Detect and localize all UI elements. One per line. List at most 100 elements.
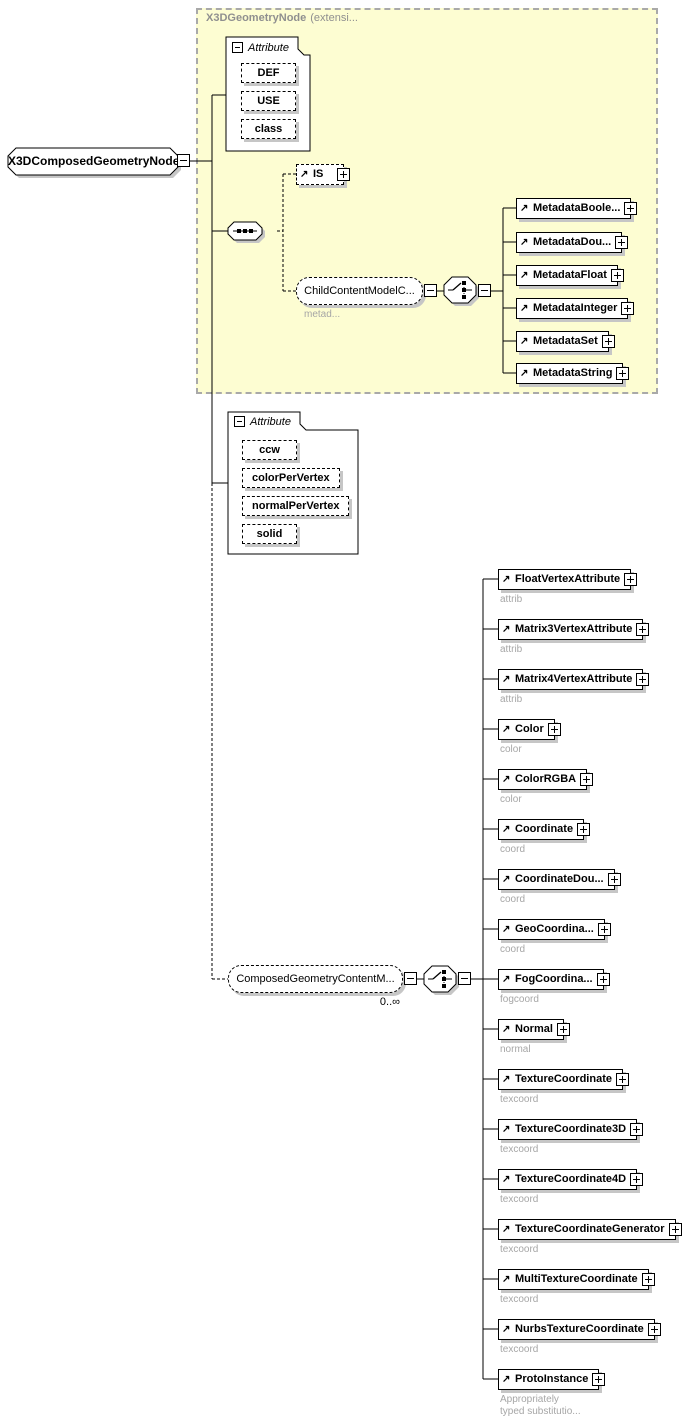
substitution-arrow-icon: ↗ <box>520 368 529 379</box>
attribute-solid[interactable]: solid <box>242 524 297 544</box>
substitution-arrow-icon: ↗ <box>520 270 529 281</box>
element-metadatadouble[interactable]: ↗MetadataDou... <box>516 232 629 253</box>
attribute-colorpervertex[interactable]: colorPerVertex <box>242 468 340 488</box>
element-annotation: texcoord <box>500 1144 539 1155</box>
base-type-name: X3DGeometryNode <box>206 12 307 24</box>
element-metadataboolean[interactable]: ↗MetadataBoole... <box>516 198 638 219</box>
element-texturecoordinate4d[interactable]: ↗TextureCoordinate4D <box>498 1169 644 1190</box>
element-metadataset[interactable]: ↗MetadataSet <box>516 331 615 352</box>
expand-button[interactable] <box>636 623 650 636</box>
substitution-arrow-icon: ↗ <box>300 169 309 180</box>
expand-button[interactable] <box>556 1023 570 1036</box>
group-annotation: metad... <box>304 309 341 320</box>
element-annotation: color <box>500 794 522 805</box>
expand-button[interactable] <box>621 302 635 315</box>
element-coordinatedouble[interactable]: ↗CoordinateDou... <box>498 869 621 890</box>
element-matrix3vertexattribute[interactable]: ↗Matrix3VertexAttribute <box>498 619 650 640</box>
element-texturecoordinategenerator[interactable]: ↗TextureCoordinateGenerator <box>498 1219 682 1240</box>
expand-button[interactable] <box>601 335 615 348</box>
element-normal[interactable]: ↗Normal <box>498 1019 570 1040</box>
attribute-def[interactable]: DEF <box>241 63 296 83</box>
collapse-icon[interactable] <box>234 416 245 427</box>
element-matrix4vertexattribute[interactable]: ↗Matrix4VertexAttribute <box>498 669 650 690</box>
collapse-button[interactable] <box>404 972 417 985</box>
content-model-group[interactable]: ComposedGeometryContentM... <box>228 965 403 993</box>
element-fogcoordinate[interactable]: ↗FogCoordina... <box>498 969 610 990</box>
sequence-connector-icon <box>227 221 265 243</box>
expand-button[interactable] <box>624 202 638 215</box>
element-label: ColorRGBA <box>515 773 577 785</box>
choice-connector-icon <box>443 276 479 306</box>
expand-button[interactable] <box>580 773 594 786</box>
element-metadatafloat[interactable]: ↗ MetadataFloat <box>516 265 624 286</box>
element-label: TextureCoordinate <box>515 1073 612 1085</box>
element-label: MetadataDou... <box>533 236 612 248</box>
expand-button[interactable] <box>577 823 591 836</box>
element-coordinate[interactable]: ↗Coordinate <box>498 819 591 840</box>
expand-button[interactable] <box>547 723 561 736</box>
collapse-button[interactable] <box>177 154 190 167</box>
expand-button[interactable] <box>647 1323 661 1336</box>
element-annotation: coord <box>500 944 526 955</box>
element-nurbstexturecoordinate[interactable]: ↗NurbsTextureCoordinate <box>498 1319 661 1340</box>
expand-button[interactable] <box>592 1373 606 1386</box>
element-floatvertexattribute[interactable]: ↗FloatVertexAttribute <box>498 569 638 590</box>
expand-button[interactable] <box>596 973 610 986</box>
element-annotation: texcoord <box>500 1094 539 1105</box>
element-label: TextureCoordinate3D <box>515 1123 627 1135</box>
substitution-arrow-icon: ↗ <box>502 774 511 785</box>
attribute-normalpervertex[interactable]: normalPerVertex <box>242 496 350 516</box>
expand-button[interactable] <box>607 873 621 886</box>
expand-button[interactable] <box>616 367 630 380</box>
expand-button[interactable] <box>641 1273 655 1286</box>
element-metadatainteger[interactable]: ↗MetadataInteger <box>516 298 635 319</box>
expand-button[interactable] <box>337 168 350 181</box>
attribute-use[interactable]: USE <box>241 91 296 111</box>
element-annotation: attrib <box>500 694 523 705</box>
element-color[interactable]: ↗Color <box>498 719 561 740</box>
element-annotation: texcoord <box>500 1344 539 1355</box>
element-label: Matrix4VertexAttribute <box>515 673 633 685</box>
element-label: MetadataFloat <box>533 269 607 281</box>
element-label: TextureCoordinate4D <box>515 1173 627 1185</box>
element-texturecoordinate[interactable]: ↗TextureCoordinate <box>498 1069 629 1090</box>
substitution-arrow-icon: ↗ <box>502 874 511 885</box>
collapse-button[interactable] <box>458 972 471 985</box>
expand-button[interactable] <box>615 236 629 249</box>
attribute-ccw[interactable]: ccw <box>242 440 297 460</box>
expand-button[interactable] <box>624 573 638 586</box>
element-label: FogCoordina... <box>515 973 593 985</box>
element-annotation: Appropriately typed substitutio... <box>500 1394 581 1417</box>
occurrence-label: 0..∞ <box>379 996 400 1008</box>
attribute-class[interactable]: class <box>241 119 296 139</box>
element-colorrgba[interactable]: ↗ ColorRGBA <box>498 769 594 790</box>
collapse-button[interactable] <box>478 284 491 297</box>
element-label: NurbsTextureCoordinate <box>515 1323 644 1335</box>
root-element[interactable]: X3DComposedGeometryNode <box>8 154 180 168</box>
choice-connector-icon <box>423 965 459 995</box>
element-label: FloatVertexAttribute <box>515 573 621 585</box>
expand-button[interactable] <box>615 1073 629 1086</box>
element-label: MultiTextureCoordinate <box>515 1273 638 1285</box>
expand-button[interactable] <box>636 673 650 686</box>
element-is[interactable]: ↗ IS <box>296 164 350 185</box>
child-content-model-group[interactable]: ChildContentModelC... <box>296 277 423 305</box>
element-metadatastring[interactable]: ↗MetadataString <box>516 363 630 384</box>
element-label: GeoCoordina... <box>515 923 594 935</box>
element-multitexturecoordinate[interactable]: ↗ MultiTextureCoordinate <box>498 1269 655 1290</box>
expand-button[interactable] <box>630 1173 644 1186</box>
collapse-icon[interactable] <box>232 42 243 53</box>
element-geocoordinate[interactable]: ↗GeoCoordina... <box>498 919 611 940</box>
collapse-button[interactable] <box>424 284 437 297</box>
expand-button[interactable] <box>610 269 624 282</box>
element-protoinstance[interactable]: ↗ProtoInstance <box>498 1369 606 1390</box>
element-texturecoordinate3d[interactable]: ↗TextureCoordinate3D <box>498 1119 644 1140</box>
expand-button[interactable] <box>630 1123 644 1136</box>
element-label: MetadataSet <box>533 335 598 347</box>
substitution-arrow-icon: ↗ <box>502 1274 511 1285</box>
connector-lines <box>190 94 516 1380</box>
expand-button[interactable] <box>668 1223 682 1236</box>
expand-button[interactable] <box>597 923 611 936</box>
attribute-group-header: Attribute <box>232 41 289 54</box>
